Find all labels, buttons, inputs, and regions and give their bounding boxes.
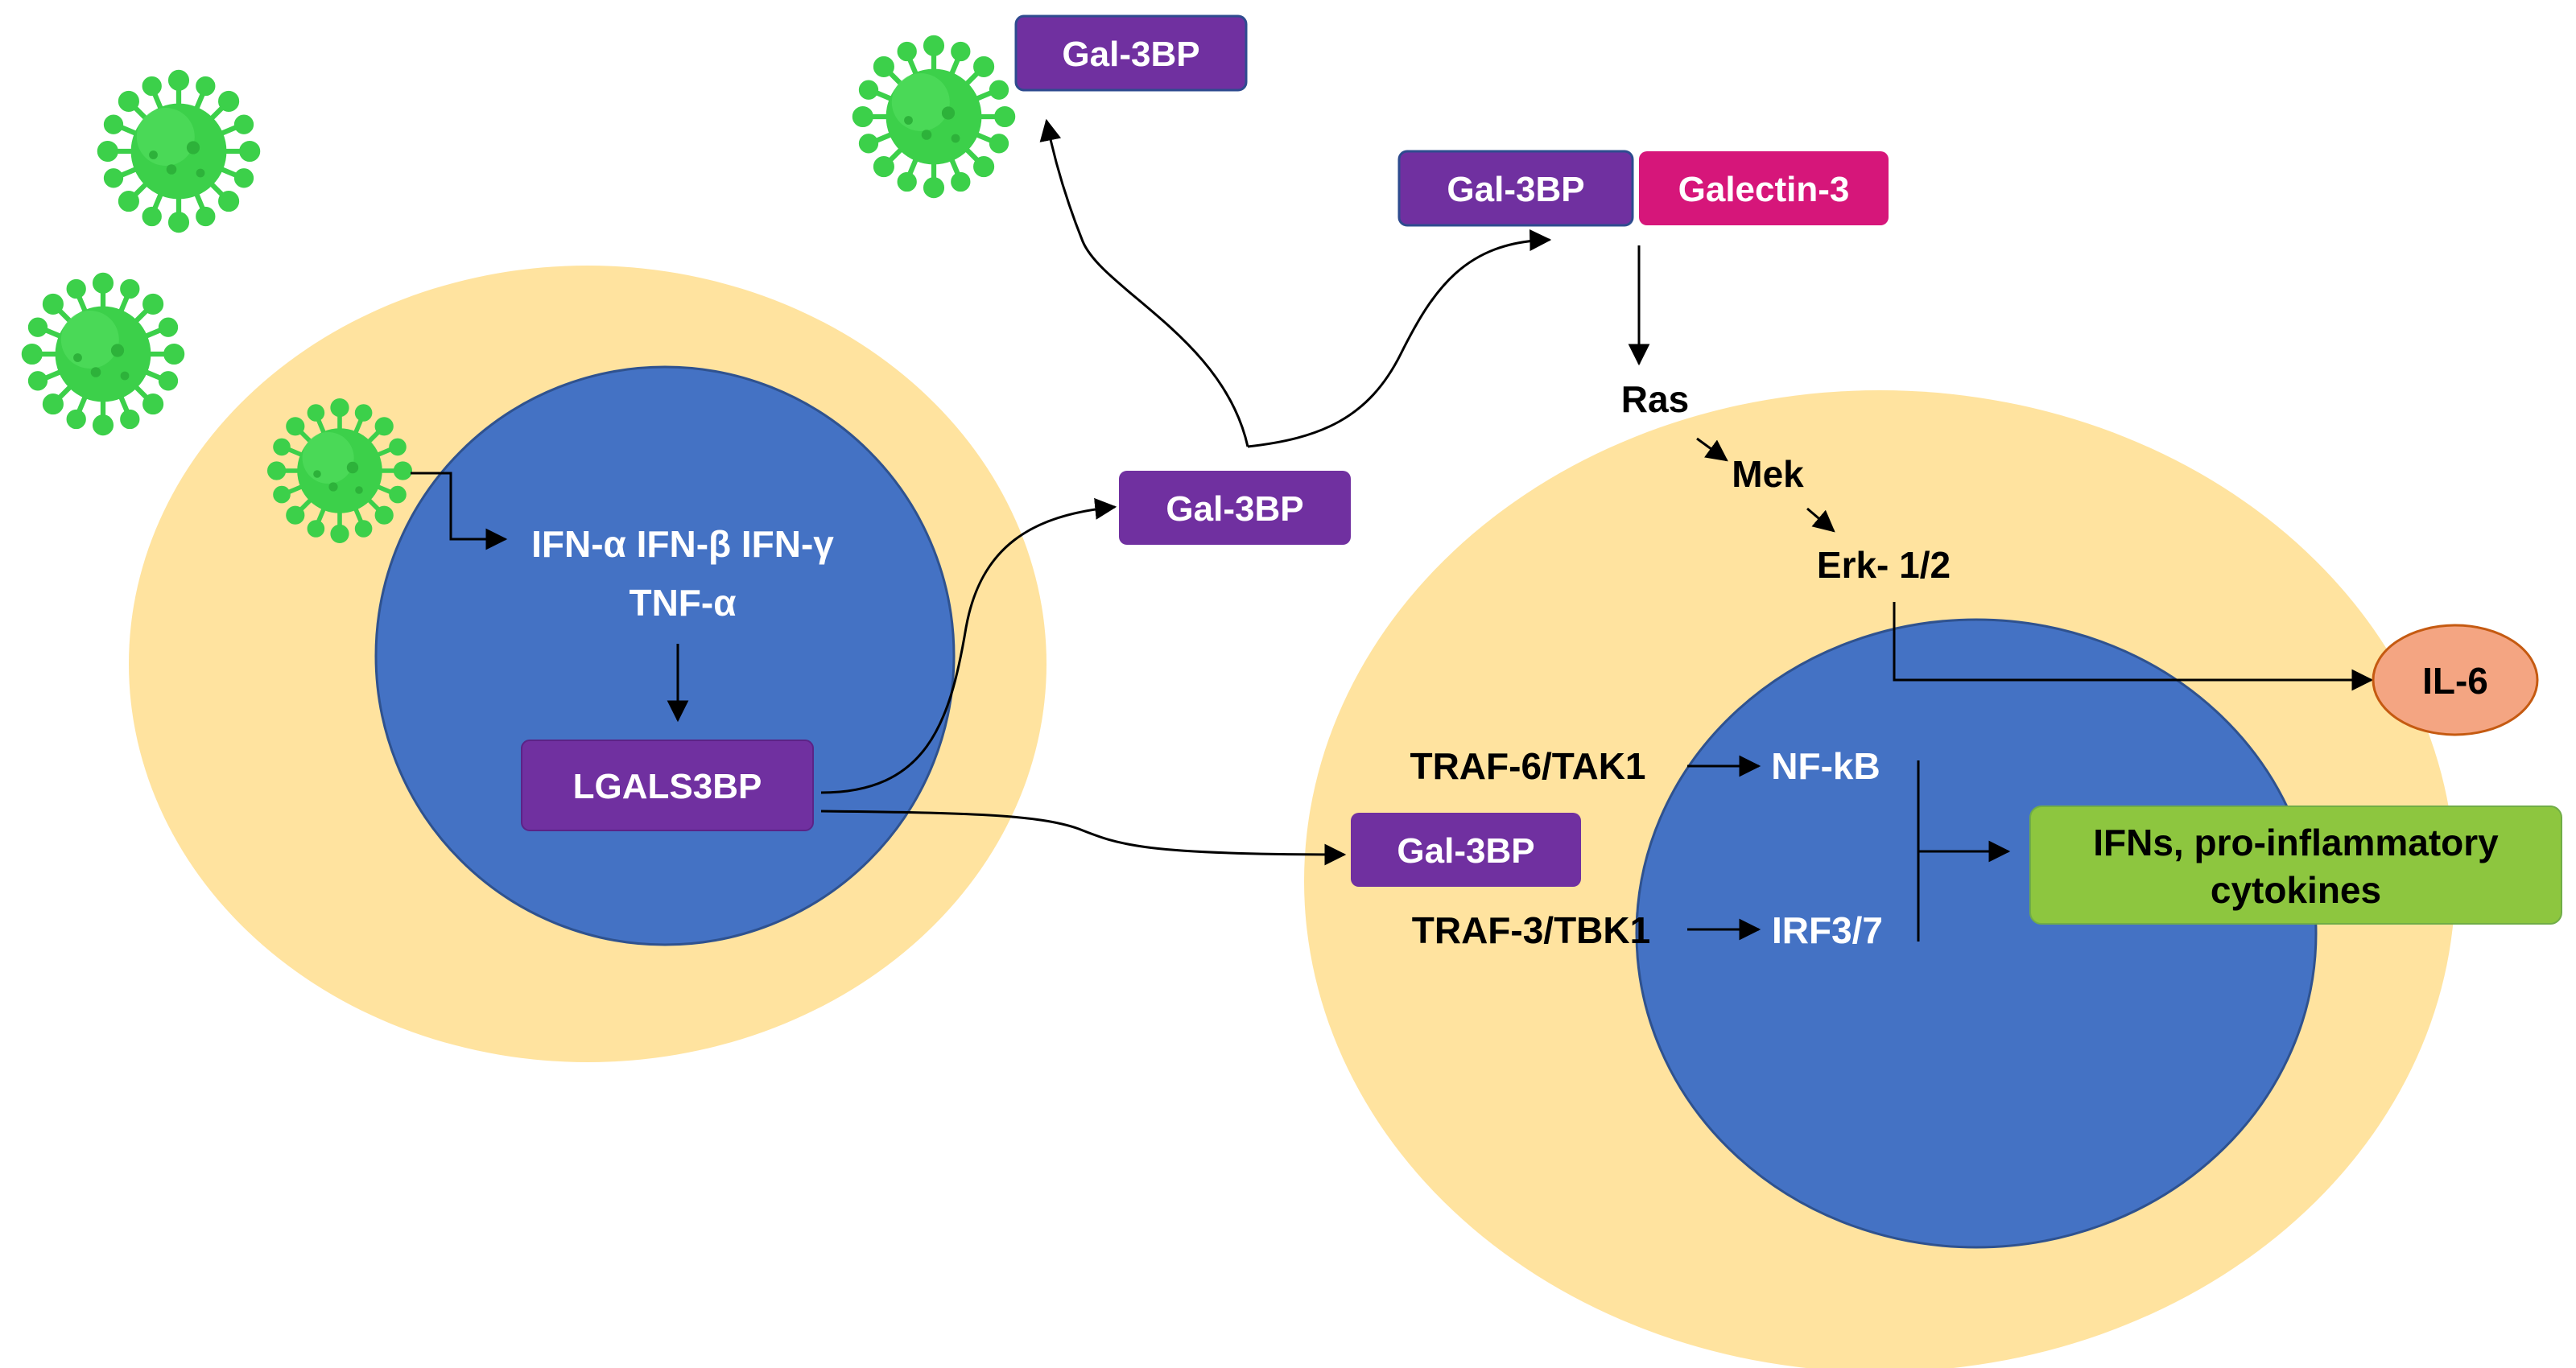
mek-label: Mek: [1732, 453, 1804, 495]
ras-label: Ras: [1621, 378, 1689, 420]
arrow-lgals3bp-to-gal3bp-middle: [820, 497, 1117, 794]
traf3-tbk1-label: TRAF-3/TBK1: [1412, 909, 1650, 951]
il6-label: IL-6: [2422, 660, 2488, 702]
arrow-ras-to-mek: [1696, 437, 1728, 462]
arrow-erk-to-il6: [1893, 602, 2374, 691]
virus-icon: [24, 275, 182, 433]
gal3bp-box-top: Gal-3BP: [1014, 14, 1248, 92]
gal3bp-top-label: Gal-3BP: [1062, 35, 1199, 74]
complex-gal3bp-label: Gal-3BP: [1447, 170, 1584, 209]
arrow-lgals3bp-to-gal3bp-right: [820, 810, 1347, 866]
gal3bp-middle-label: Gal-3BP: [1166, 489, 1303, 529]
irf3-7-label: IRF3/7: [1772, 909, 1883, 951]
pathway-arrows: [411, 118, 2374, 942]
erk-label: Erk- 1/2: [1817, 544, 1951, 586]
virus-icon: [100, 72, 258, 230]
complex-galectin3-label: Galectin-3: [1678, 170, 1850, 209]
arrow-secretion-to-gal3bp-top: [1039, 118, 1249, 447]
arrow-mek-to-erk: [1806, 507, 1835, 533]
ifns-label-line1: IFNs, pro-inflammatory: [2093, 822, 2499, 863]
left-cell-nucleus: [374, 365, 956, 946]
arrow-secretion-to-complex: [1247, 229, 1552, 448]
cytokines-label-line1: IFN-α IFN-β IFN-γ: [531, 523, 834, 565]
gal3bp-box-right: Gal-3BP: [1351, 813, 1581, 887]
ifns-label-line2: cytokines: [2211, 869, 2381, 911]
arrow-virus-to-cytokines: [411, 472, 508, 550]
il6-output: IL-6: [2372, 624, 2539, 736]
lgals3bp-box: LGALS3BP: [521, 740, 814, 831]
virus-icon: [855, 38, 1013, 196]
cytokines-label-line2: TNF-α: [629, 582, 736, 624]
right-cell: [1304, 390, 2455, 1368]
right-cell-nucleus: [1635, 618, 2318, 1249]
lgals3bp-label: LGALS3BP: [573, 767, 762, 806]
nfkb-label: NF-kB: [1771, 745, 1880, 787]
traf6-tak1-label: TRAF-6/TAK1: [1410, 745, 1645, 787]
gal3bp-galectin3-complex: Gal-3BP Galectin-3: [1397, 150, 1889, 227]
gal3bp-box-middle: Gal-3BP: [1119, 471, 1351, 545]
gal3bp-right-label: Gal-3BP: [1397, 831, 1534, 871]
virus-icon: [270, 401, 410, 541]
left-cell: [129, 266, 1046, 1062]
ifns-cytokines-output: IFNs, pro-inflammatory cytokines: [2029, 806, 2562, 925]
